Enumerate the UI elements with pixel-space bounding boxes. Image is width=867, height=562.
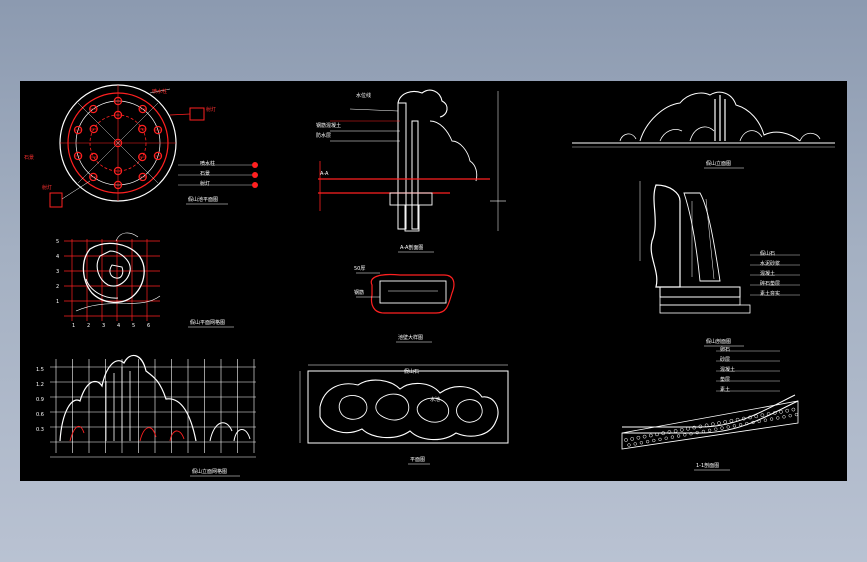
- gp-ytick-4: 2: [56, 284, 59, 290]
- caption-section-right: 假山剖面图: [706, 338, 731, 345]
- sr-label-3: 碎石垫层: [760, 280, 780, 287]
- sr-label-0: 假山石: [760, 250, 775, 257]
- pf-label-1: 砂层: [720, 356, 730, 363]
- pf-label-0: 卵石: [720, 346, 730, 353]
- gp-xtick-6: 6: [147, 323, 150, 329]
- section-center-drawing: 水位线 钢筋混凝土 防水层 A-A A-A剖面图: [316, 89, 506, 253]
- pf-label-2: 混凝土: [720, 366, 735, 373]
- plan-rock-drawing: 假山石 水池 平面图: [299, 364, 509, 465]
- pr-label-0: 假山石: [404, 368, 419, 375]
- eg-ytick-5: 0.3: [36, 427, 44, 433]
- gp-xtick-5: 5: [132, 323, 135, 329]
- section-right-drawing: 假山石 水泥砂浆 混凝土 碎石垫层 素土夯实 假山剖面图: [639, 181, 800, 347]
- gp-ytick-3: 3: [56, 269, 59, 275]
- gp-ytick-5: 1: [56, 299, 59, 305]
- caption-elevation-grid: 假山立面网格图: [192, 468, 227, 475]
- ds-label-0: 50厚: [354, 266, 365, 272]
- sc-label-0: 水位线: [356, 92, 371, 99]
- legend-label-3: 射灯: [200, 180, 210, 187]
- cad-drawing-svg: 喷水柱 射灯 石景 射灯 喷水柱 石景 射灯 假山池平面图 5 4 3 2 1 …: [24, 84, 835, 477]
- eg-ytick-3: 0.9: [36, 397, 44, 403]
- profile-right-drawing: 卵石 砂层 混凝土 垫层 素土 1-1剖面图: [621, 346, 799, 471]
- caption-plan-circle: 假山池平面图: [188, 196, 218, 203]
- elevation-grid-drawing: 1.5 1.2 0.9 0.6 0.3 假山立面网格图: [36, 354, 256, 477]
- eg-ytick-2: 1.2: [36, 382, 44, 388]
- gp-xtick-4: 4: [117, 323, 120, 329]
- cad-drawing-canvas[interactable]: 喷水柱 射灯 石景 射灯 喷水柱 石景 射灯 假山池平面图 5 4 3 2 1 …: [20, 81, 847, 481]
- sr-label-4: 素土夯实: [760, 290, 780, 297]
- gp-ytick-2: 4: [56, 254, 59, 260]
- legend-label-2: 石景: [200, 170, 210, 177]
- eg-ytick-1: 1.5: [36, 367, 44, 373]
- sc-left-label: A-A: [320, 171, 329, 177]
- ds-label-1: 钢筋: [354, 289, 364, 296]
- gp-xtick-1: 1: [72, 323, 75, 329]
- pf-label-3: 垫层: [720, 376, 730, 383]
- svg-text:射灯: 射灯: [206, 106, 216, 113]
- gp-xtick-2: 2: [87, 323, 90, 329]
- caption-detail-small: 池壁大样图: [398, 334, 423, 341]
- gp-ytick-1: 5: [56, 239, 59, 245]
- svg-text:石景: 石景: [24, 154, 34, 161]
- pr-label-1: 水池: [430, 396, 440, 403]
- svg-text:射灯: 射灯: [42, 184, 52, 191]
- plan-circle-drawing: 喷水柱 射灯 石景 射灯 喷水柱 石景 射灯 假山池平面图: [24, 84, 258, 208]
- gp-xtick-3: 3: [102, 323, 105, 329]
- svg-text:喷水柱: 喷水柱: [152, 88, 167, 95]
- eg-ytick-4: 0.6: [36, 412, 44, 418]
- sc-label-1: 钢筋混凝土: [316, 122, 341, 129]
- caption-elevation-right: 假山立面图: [706, 160, 731, 167]
- caption-section-center: A-A剖面图: [400, 244, 423, 251]
- elevation-right-drawing: 假山立面图: [572, 91, 835, 169]
- grid-plan-drawing: 5 4 3 2 1 1 2 3 4 5 6 假山平面网格图: [56, 232, 234, 329]
- caption-plan-rock: 平面图: [410, 457, 425, 463]
- detail-small-drawing: 50厚 钢筋 池壁大样图: [354, 266, 455, 343]
- sc-label-2: 防水层: [316, 132, 331, 139]
- sr-label-1: 水泥砂浆: [760, 260, 780, 267]
- caption-grid-plan: 假山平面网格图: [190, 319, 225, 326]
- legend-label-1: 喷水柱: [200, 160, 215, 167]
- pf-label-4: 素土: [720, 386, 730, 393]
- caption-profile-right: 1-1剖面图: [696, 462, 719, 469]
- sr-label-2: 混凝土: [760, 270, 775, 277]
